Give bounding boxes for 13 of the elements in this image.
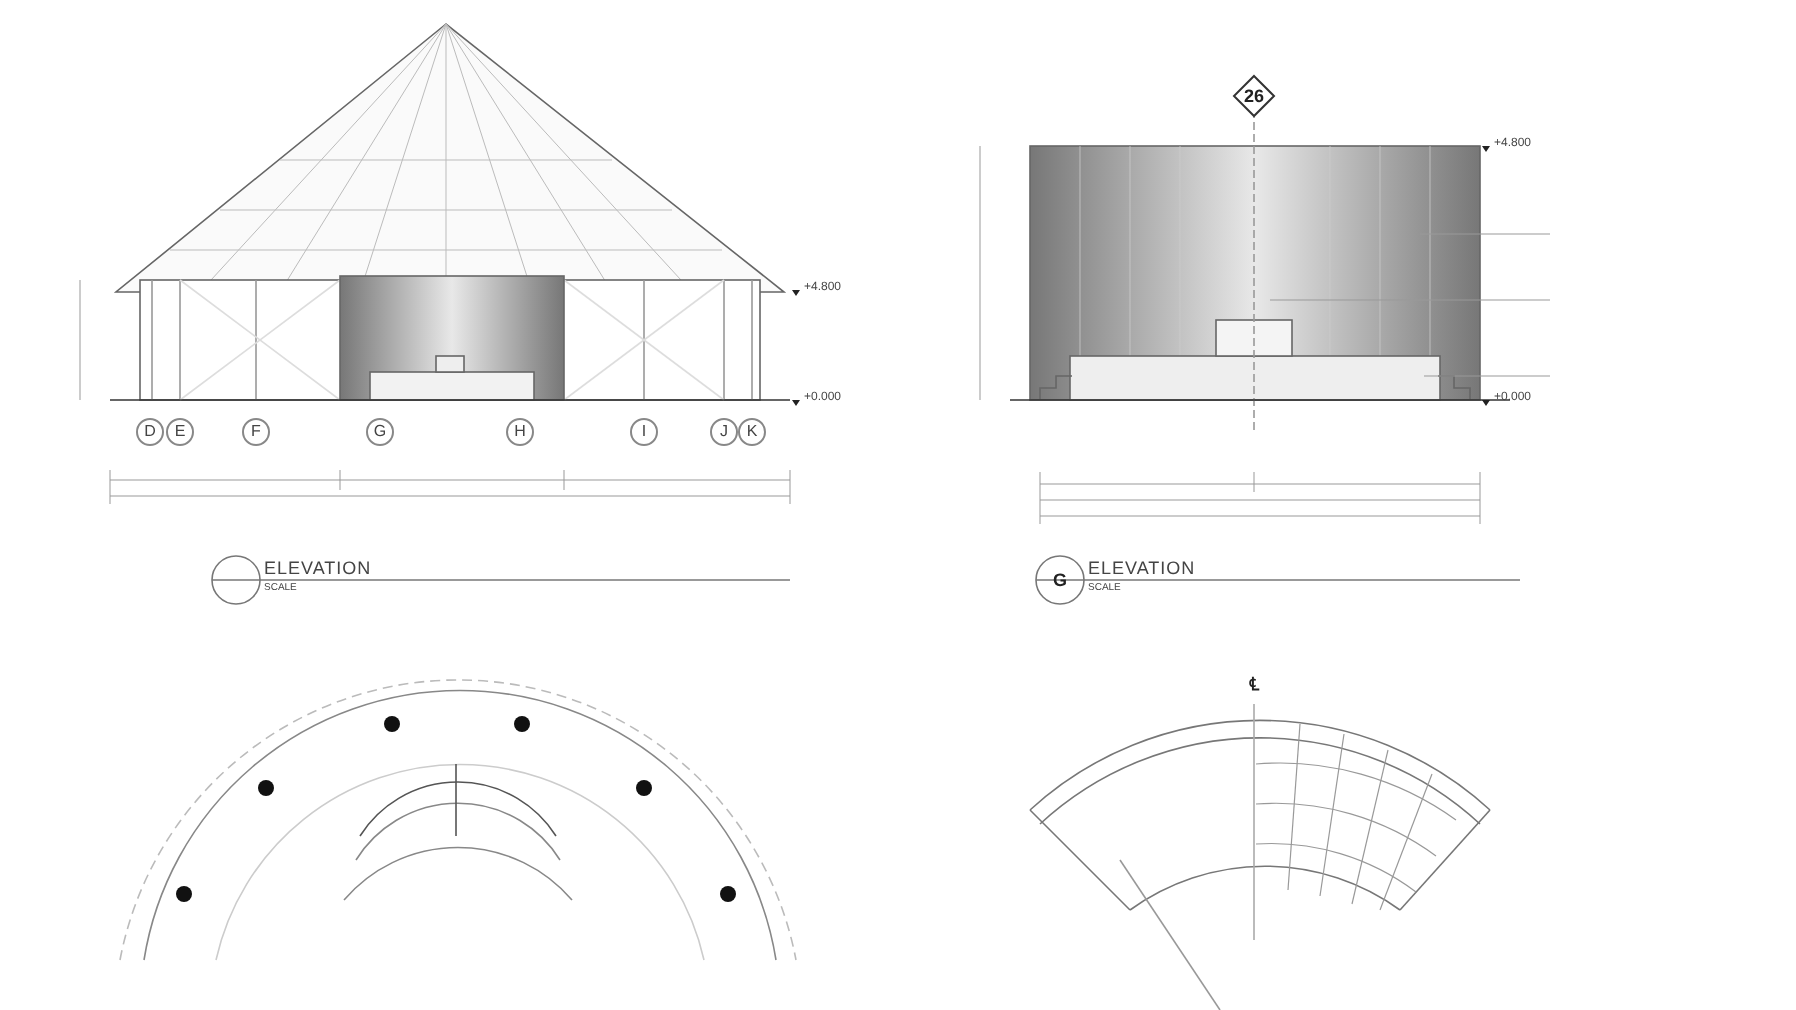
drawing-title: ELEVATION [1088, 559, 1196, 577]
drawing-title: ELEVATION [264, 559, 372, 577]
grid-bubble: E [166, 418, 194, 446]
grid-bubble: H [506, 418, 534, 446]
grid-bubble: K [738, 418, 766, 446]
grid-bubble: D [136, 418, 164, 446]
title-bubble-letter: G [1053, 571, 1068, 589]
grid-bubble: J [710, 418, 738, 446]
section-mark-number: 26 [1244, 87, 1265, 105]
grid-bubble: I [630, 418, 658, 446]
grid-bubble: F [242, 418, 270, 446]
centerline-symbol: ℄ [1249, 675, 1259, 693]
grid-bubble: G [366, 418, 394, 446]
